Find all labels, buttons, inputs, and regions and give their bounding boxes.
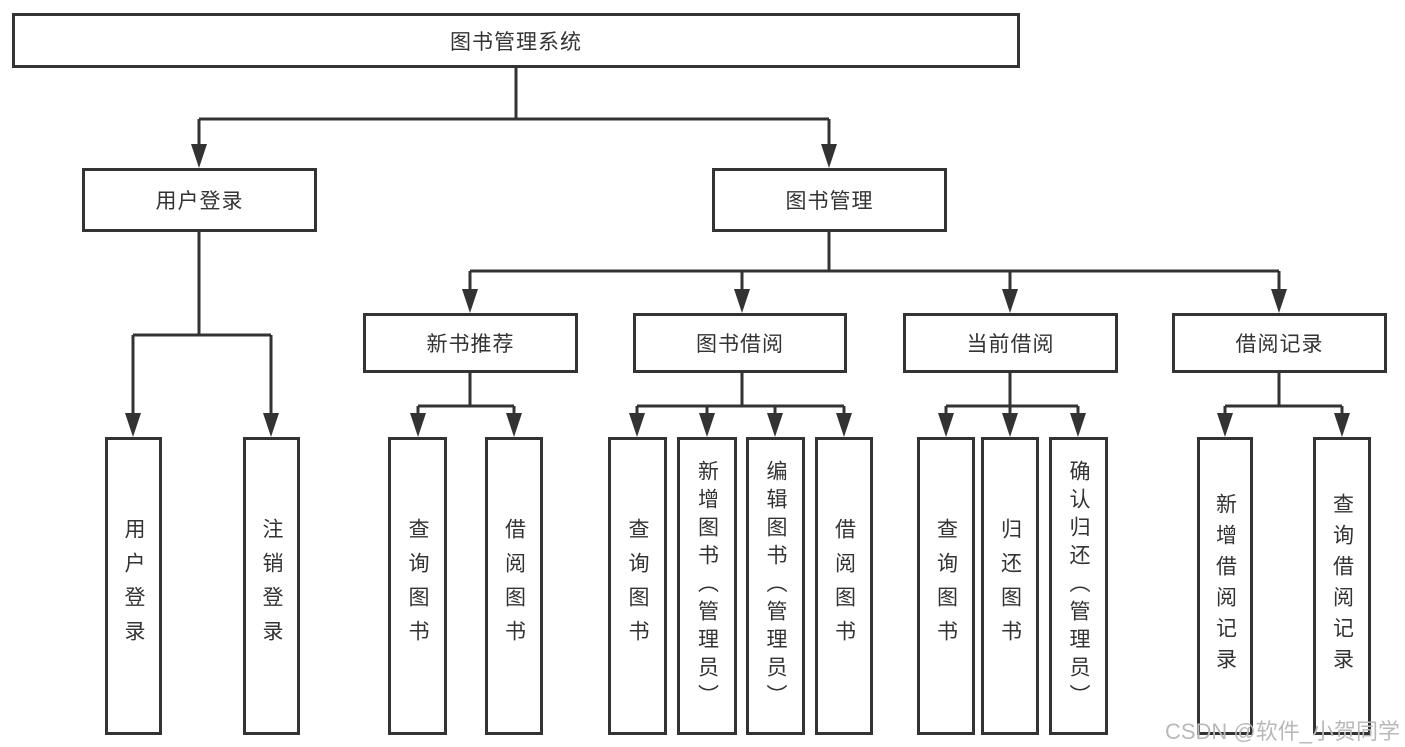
leaf-nbr-query-book: 查询图书 xyxy=(388,437,447,735)
leaf-cb-query-book: 查询图书 xyxy=(917,437,975,735)
leaf-br-add-record: 新增借阅记录 xyxy=(1197,437,1253,735)
node-root-system: 图书管理系统 xyxy=(12,13,1020,68)
connector-borrow-records-to-leaves xyxy=(1217,373,1350,437)
node-root-system-label: 图书管理系统 xyxy=(450,30,582,54)
leaf-user-login-label: 用户登录 xyxy=(122,518,145,654)
node-book-borrow: 图书借阅 xyxy=(633,313,847,373)
node-new-book-recommend: 新书推荐 xyxy=(363,313,578,373)
connector-root-to-level2 xyxy=(191,68,837,168)
leaf-bb-add-book-admin: 新增图书（管理员） xyxy=(677,437,737,735)
leaf-nbr-query-book-label: 查询图书 xyxy=(406,518,429,654)
leaf-bb-borrow-book: 借阅图书 xyxy=(815,437,873,735)
leaf-user-login: 用户登录 xyxy=(105,437,162,735)
leaf-bb-edit-book-admin-label: 编辑图书（管理员） xyxy=(764,460,787,712)
connector-user-login-to-leaves xyxy=(125,232,279,437)
node-user-login-label: 用户登录 xyxy=(155,190,244,213)
node-current-borrow: 当前借阅 xyxy=(903,313,1118,373)
leaf-cb-query-book-label: 查询图书 xyxy=(934,518,958,654)
leaf-br-add-record-label: 新增借阅记录 xyxy=(1213,493,1237,679)
node-current-borrow-label: 当前借阅 xyxy=(966,333,1055,356)
node-borrow-records: 借阅记录 xyxy=(1172,313,1387,373)
leaf-br-query-record-label: 查询借阅记录 xyxy=(1330,493,1354,679)
leaf-logout-label: 注销登录 xyxy=(260,518,283,654)
node-new-book-recommend-label: 新书推荐 xyxy=(426,333,515,356)
leaf-nbr-borrow-book-label: 借阅图书 xyxy=(502,518,526,654)
node-user-login: 用户登录 xyxy=(82,168,317,232)
csdn-watermark: CSDN @软件_小贺同学 xyxy=(1164,719,1400,744)
leaf-nbr-borrow-book: 借阅图书 xyxy=(485,437,543,735)
node-book-management-label: 图书管理 xyxy=(785,190,874,213)
leaf-br-query-record: 查询借阅记录 xyxy=(1313,437,1371,735)
leaf-bb-query-book: 查询图书 xyxy=(608,437,667,735)
leaf-cb-confirm-return-admin: 确认归还（管理员） xyxy=(1049,437,1108,735)
leaf-bb-edit-book-admin: 编辑图书（管理员） xyxy=(746,437,805,735)
connector-book-management-to-level3 xyxy=(462,232,1287,313)
connector-book-borrow-to-leaves xyxy=(629,373,852,437)
node-borrow-records-label: 借阅记录 xyxy=(1235,333,1324,356)
node-book-management: 图书管理 xyxy=(712,168,947,232)
leaf-bb-add-book-admin-label: 新增图书（管理员） xyxy=(695,460,719,712)
leaf-logout: 注销登录 xyxy=(243,437,300,735)
leaf-bb-query-book-label: 查询图书 xyxy=(626,518,649,654)
node-book-borrow-label: 图书借阅 xyxy=(696,333,784,356)
leaf-bb-borrow-book-label: 借阅图书 xyxy=(832,518,856,654)
leaf-cb-confirm-return-admin-label: 确认归还（管理员） xyxy=(1067,460,1090,712)
connector-current-borrow-to-leaves xyxy=(938,373,1086,437)
leaf-cb-return-book-label: 归还图书 xyxy=(998,518,1022,654)
leaf-cb-return-book: 归还图书 xyxy=(981,437,1039,735)
connector-new-book-recommend-to-leaves xyxy=(410,373,522,437)
